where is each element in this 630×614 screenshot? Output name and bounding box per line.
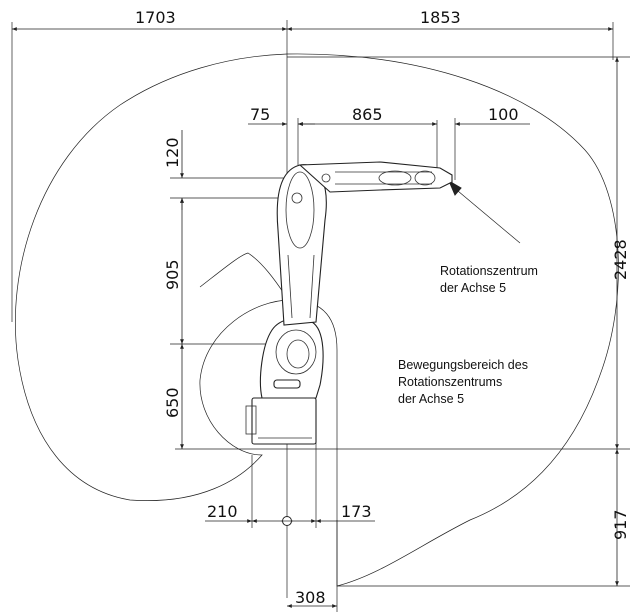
robot-arm <box>245 161 453 445</box>
dim-75: 75 <box>250 105 270 124</box>
axis5-center-label-1: Rotationszentrum <box>440 264 538 278</box>
dim-1703: 1703 <box>135 8 176 27</box>
dim-917: 917 <box>611 509 630 540</box>
dim-1853: 1853 <box>420 8 461 27</box>
inner-range-arc <box>199 252 286 296</box>
axis5-center-label-2: der Achse 5 <box>440 281 506 295</box>
dim-100: 100 <box>488 105 519 124</box>
range-label-2: Rotationszentrums <box>398 375 502 389</box>
dim-865: 865 <box>352 105 383 124</box>
dim-905: 905 <box>163 259 182 290</box>
dim-210: 210 <box>207 502 238 521</box>
dim-120: 120 <box>163 137 182 168</box>
robot-forearm <box>298 161 453 193</box>
axis5-leader-line <box>451 185 521 244</box>
motion-range-envelope <box>15 53 619 587</box>
robot-connector <box>273 379 301 389</box>
range-label-3: der Achse 5 <box>398 392 464 406</box>
dim-173: 173 <box>341 502 372 521</box>
range-label-1: Bewegungsbereich des <box>398 358 528 372</box>
axis5-leader-arrow <box>447 179 462 196</box>
dim-650: 650 <box>163 387 182 418</box>
robot-upper-arm <box>276 164 327 326</box>
dim-308: 308 <box>295 588 326 607</box>
dim-2428: 2428 <box>611 239 630 280</box>
robot-base <box>251 397 317 445</box>
